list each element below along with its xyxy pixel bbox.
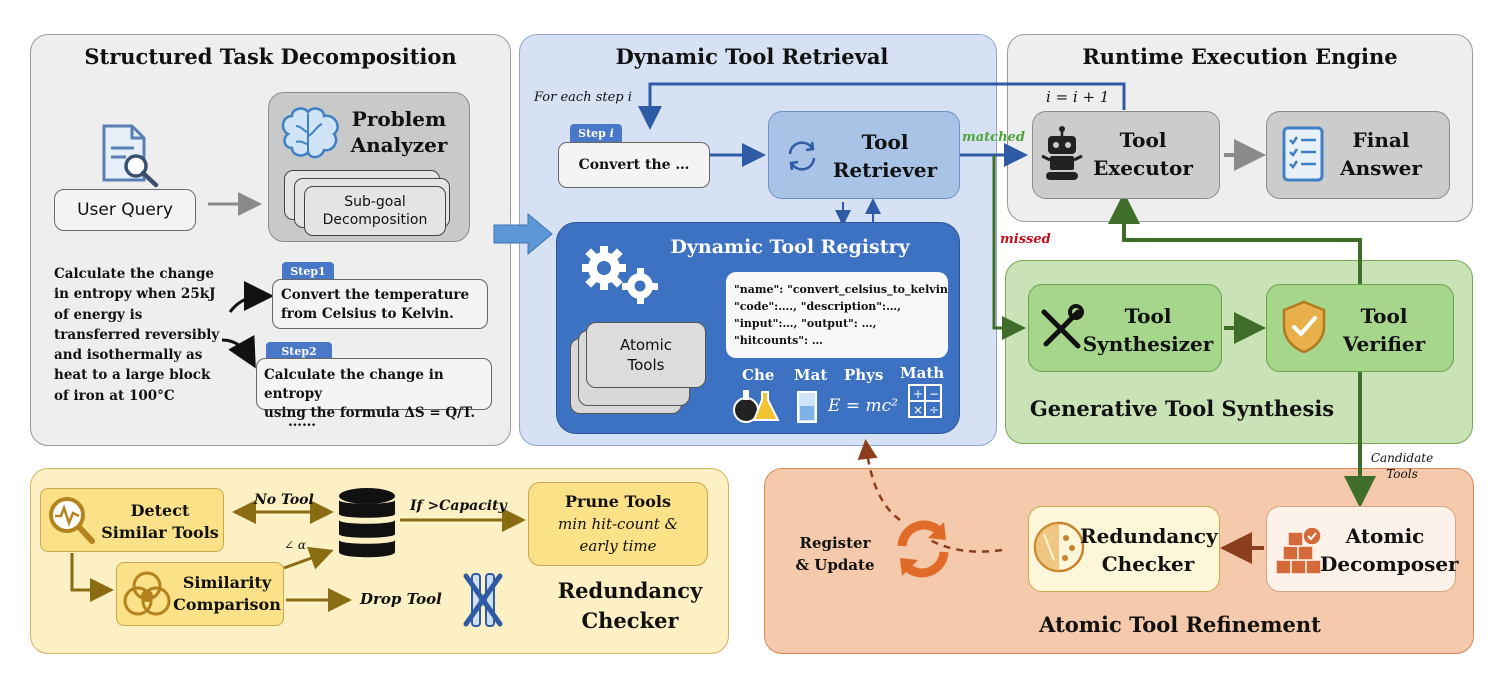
missed-label: missed <box>1000 232 1051 247</box>
calculator-icon: + − × ÷ <box>908 384 942 418</box>
step1-box: Convert the temperature from Celsius to … <box>272 279 488 329</box>
tool-synthesizer-label: Tool Synthesizer <box>1082 304 1214 356</box>
redundancy-checker-label: Redundancy Checker <box>1080 524 1218 576</box>
tool-retriever-box <box>768 111 960 199</box>
boxes-icon <box>1274 524 1324 576</box>
similarity-comparison-label: Similarity Comparison <box>173 573 281 614</box>
domain-chemistry: Che <box>742 366 775 384</box>
title-runtime-engine: Runtime Execution Engine <box>1082 44 1398 69</box>
refresh-arrows-icon <box>892 518 954 580</box>
registry-title: Dynamic Tool Registry <box>670 236 910 258</box>
atomic-decomposer-label: Atomic Decomposer <box>1320 524 1459 576</box>
matched-label: matched <box>962 130 1025 145</box>
title-atomic-refinement: Atomic Tool Refinement <box>1039 612 1321 637</box>
magnifier-pulse-icon <box>46 494 96 546</box>
database-icon <box>336 486 398 562</box>
svg-text:×: × <box>913 403 923 417</box>
refresh-cycle-icon <box>782 138 822 174</box>
drop-tool-label: Drop Tool <box>360 590 442 608</box>
document-search-icon <box>98 122 162 188</box>
step-i-tag: Step i <box>570 124 622 142</box>
redundancy-checker-title: Redundancy Checker <box>557 578 703 633</box>
problem-analyzer-label: Problem Analyzer <box>350 107 448 157</box>
pattern-circle-icon <box>1030 518 1088 576</box>
tool-executor-box <box>1032 111 1220 199</box>
subgoal-decomposition-card: Sub-goal Decomposition <box>304 186 446 236</box>
user-query-box: User Query <box>54 189 196 231</box>
title-tool-synthesis: Generative Tool Synthesis <box>1029 396 1335 421</box>
for-each-step-label: For each step i <box>534 90 632 105</box>
atomic-tools-card: Atomic Tools <box>586 322 706 388</box>
svg-text:÷: ÷ <box>929 403 939 417</box>
step2-tag: Step2 <box>266 342 332 360</box>
checklist-icon <box>1282 126 1324 182</box>
step2-box: Calculate the change in entropy using th… <box>256 358 492 421</box>
no-tool-label: No Tool <box>254 492 314 508</box>
domain-materials: Mat <box>794 366 828 384</box>
brain-icon <box>278 104 346 162</box>
formula-label: E = mc² <box>828 396 898 416</box>
domain-physics: Phys <box>844 366 884 384</box>
prune-tools-title: Prune Tools <box>565 492 671 511</box>
tool-json-card: "name": "convert_celsius_to_kelvin" "cod… <box>726 272 948 358</box>
svg-text:+: + <box>913 387 923 401</box>
domain-math: Math <box>900 364 945 382</box>
beaker-icon <box>794 390 820 424</box>
shield-check-icon <box>1280 300 1328 354</box>
register-update-label: Register & Update <box>795 534 875 574</box>
more-steps-ellipsis: …… <box>288 414 316 430</box>
candidate-tools-label: Candidate Tools <box>1370 451 1434 481</box>
if-capacity-label: If >Capacity <box>410 498 507 514</box>
prune-rule-line2: early time <box>579 537 657 555</box>
wrench-screwdriver-icon <box>1036 304 1084 352</box>
gears-icon <box>574 240 666 308</box>
current-step-box: Convert the … <box>558 142 710 188</box>
detect-similar-tools-label: Detect Similar Tools <box>101 501 219 542</box>
tool-retriever-label: Tool Retriever <box>832 130 938 182</box>
title-tool-retrieval: Dynamic Tool Retrieval <box>615 44 889 69</box>
svg-text:−: − <box>929 387 939 401</box>
no-tools-icon <box>462 570 504 630</box>
tool-verifier-label: Tool Verifier <box>1342 304 1426 356</box>
user-query-label: User Query <box>77 200 173 220</box>
step1-tag: Step1 <box>282 262 334 280</box>
flask-icon <box>732 386 780 424</box>
tool-executor-label: Tool Executor <box>1093 128 1193 180</box>
example-question: Calculate the change in entropy when 25k… <box>54 266 220 404</box>
prune-tools-box: Prune Tools min hit-count & early time <box>528 482 708 566</box>
venn-diagram-icon <box>122 570 172 618</box>
increment-label: i = i + 1 <box>1046 88 1110 106</box>
robot-icon <box>1040 126 1084 182</box>
final-answer-label: Final Answer <box>1340 128 1422 180</box>
angle-alpha-label: ∠ α <box>284 538 306 552</box>
prune-rule-line1: min hit-count & <box>558 515 678 533</box>
title-task-decomposition: Structured Task Decomposition <box>84 44 457 69</box>
